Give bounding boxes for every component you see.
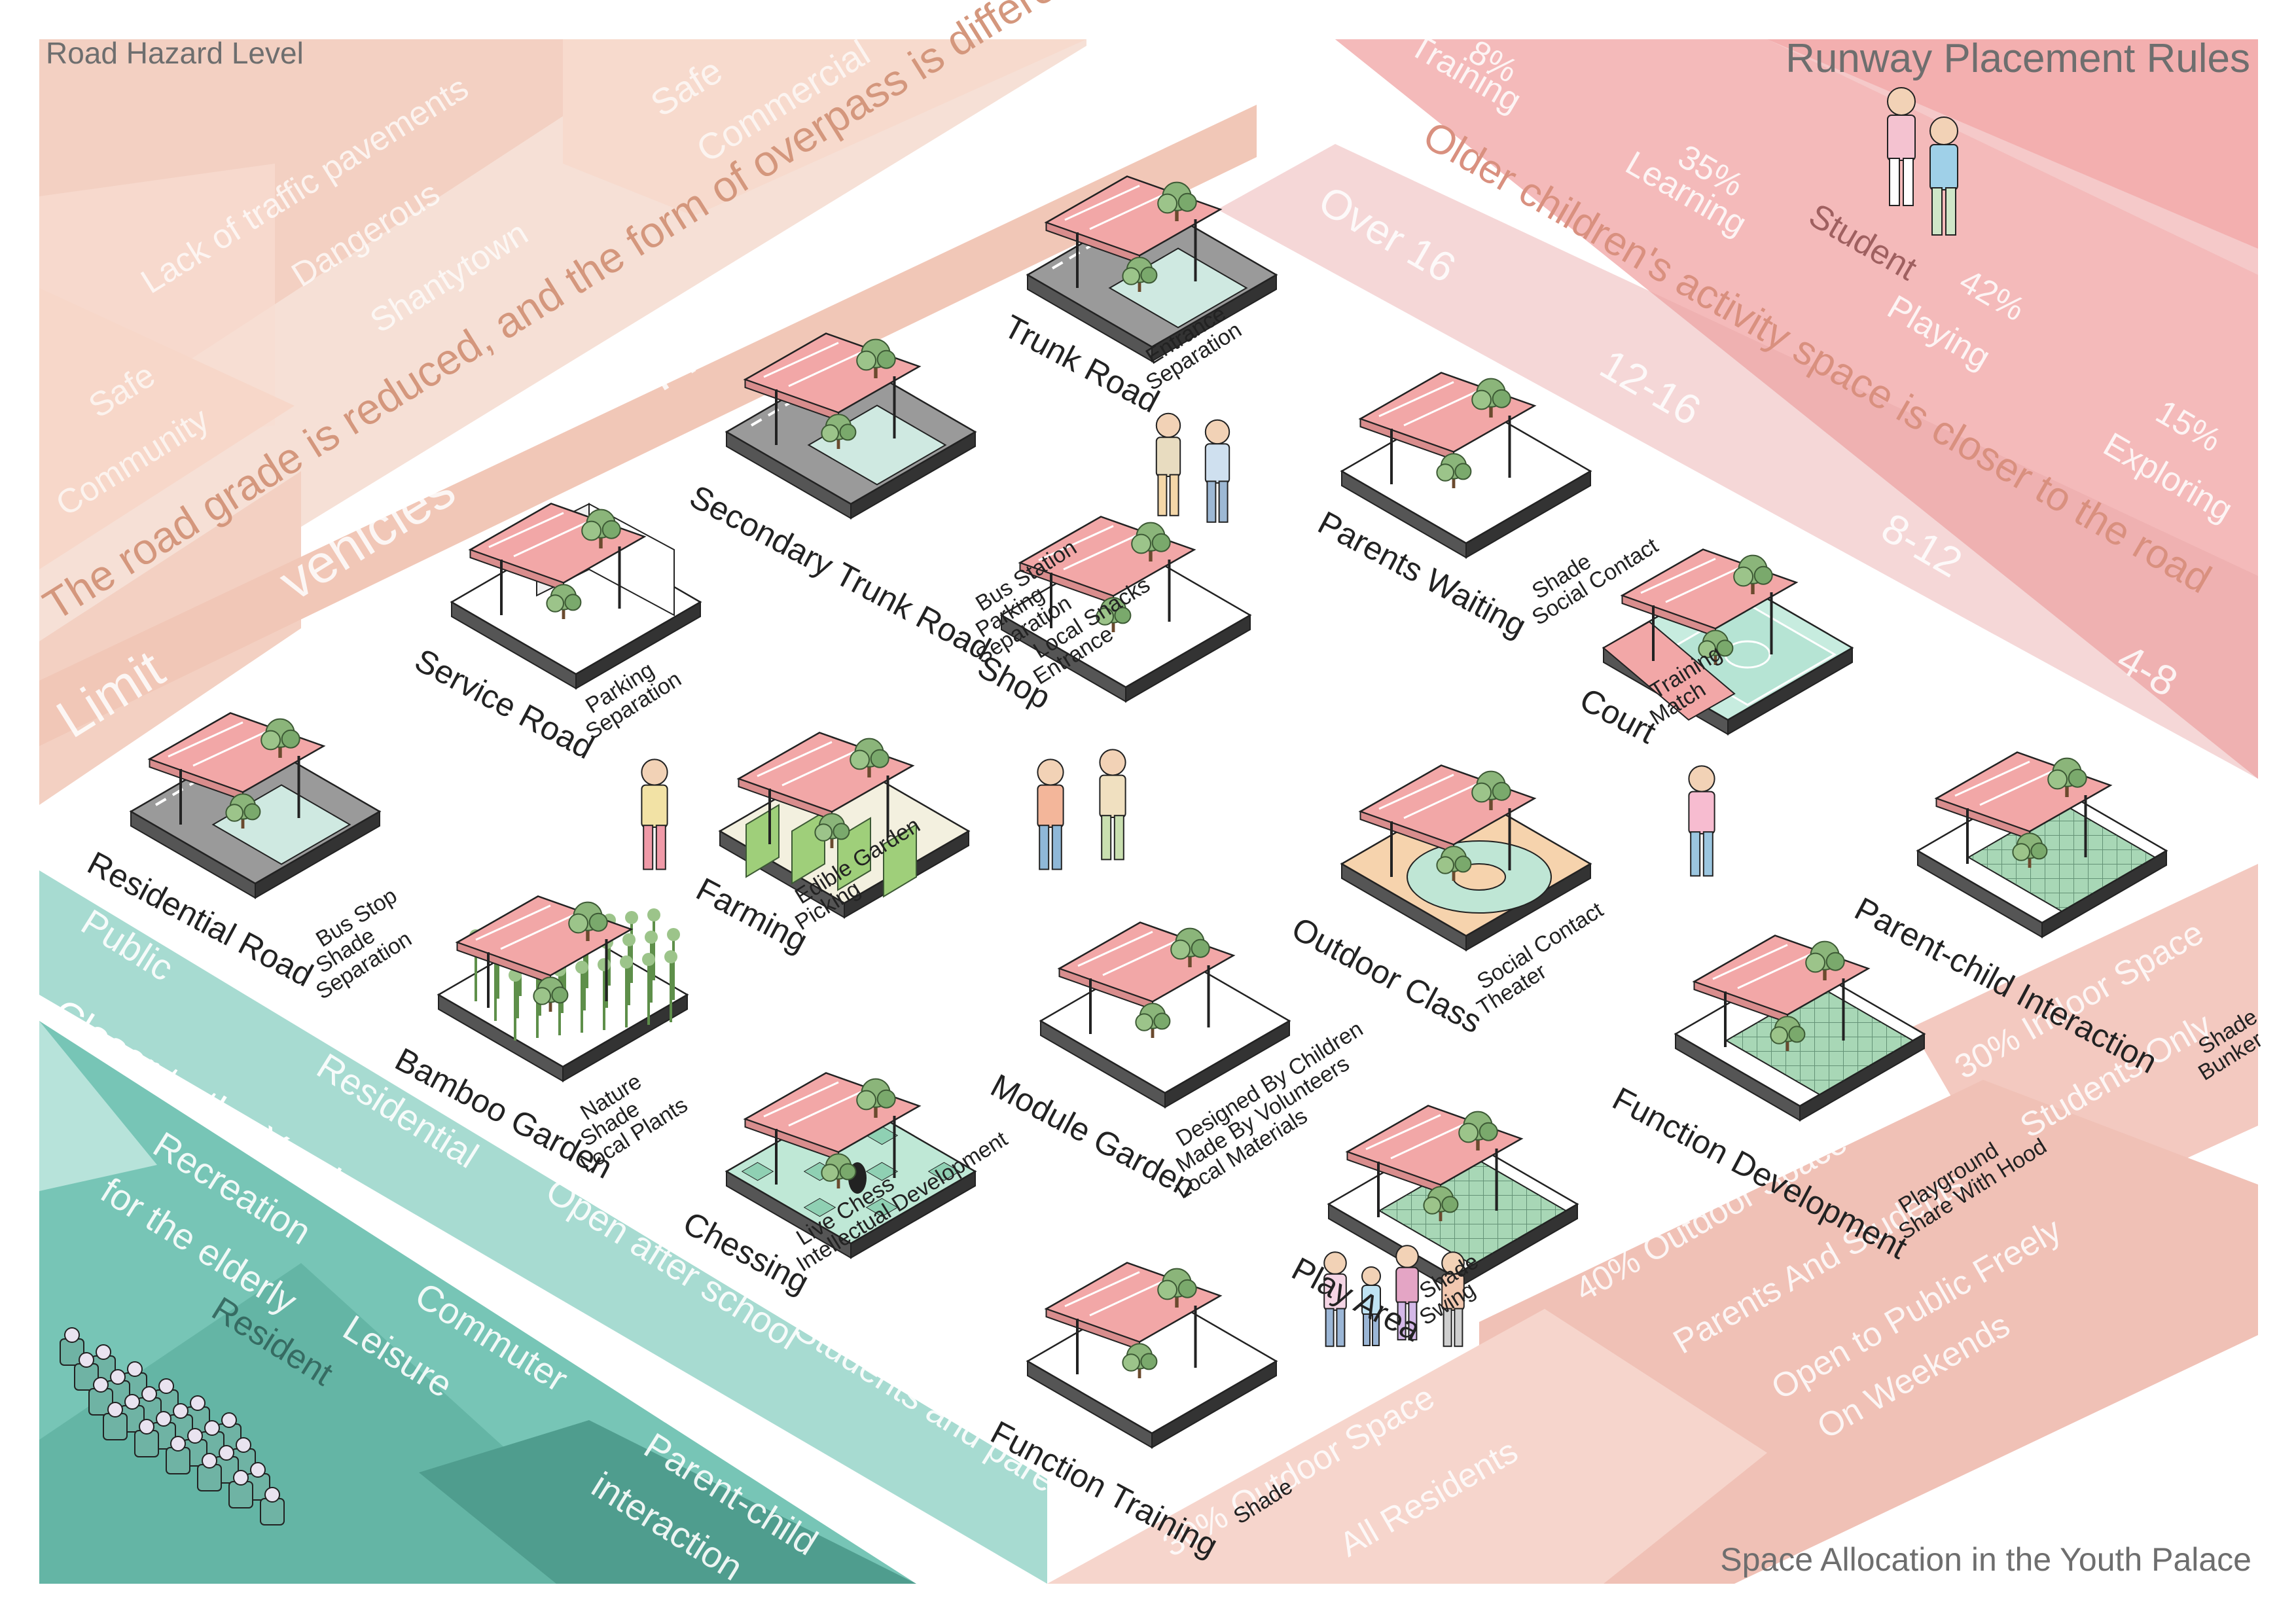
module-trunk-road: [1026, 175, 1278, 363]
module-function-training: [1026, 1262, 1278, 1449]
module-residential-road: [129, 712, 382, 899]
person-figure: [1204, 419, 1230, 523]
person-figure: [1361, 1266, 1381, 1346]
road-hazard-title: Road Hazard Level: [46, 36, 304, 70]
seated-resident: [217, 1412, 242, 1451]
band-youth-palace: [39, 870, 1047, 1584]
band-runway: [1217, 39, 2258, 779]
module-function-development: [1674, 935, 1926, 1122]
seated-resident: [134, 1419, 159, 1457]
seated-resident: [74, 1352, 99, 1391]
band-allocation: [1047, 864, 2258, 1584]
seated-resident: [228, 1470, 253, 1508]
module-title: Court: [1574, 681, 1662, 751]
module-play-area: [1327, 1105, 1579, 1292]
module-bamboo-garden: [437, 895, 689, 1082]
module-service-road: [450, 503, 702, 690]
seated-resident: [88, 1377, 113, 1416]
module-secondary-trunk-road: [725, 332, 977, 520]
band-road-hazard: [39, 39, 1257, 805]
person-figure: [1929, 116, 1958, 236]
seated-resident: [154, 1378, 179, 1417]
person-figure: [1155, 412, 1181, 516]
person-figure: [1441, 1251, 1465, 1347]
runway-rules-title: Runway Placement Rules: [1785, 36, 2250, 81]
person-figure: [641, 758, 668, 870]
person-figure: [1688, 765, 1715, 877]
seated-resident: [166, 1436, 190, 1474]
seated-resident: [60, 1327, 84, 1366]
seated-resident: [103, 1402, 128, 1440]
person-figure: [1395, 1245, 1419, 1341]
module-module-garden: [1039, 921, 1291, 1109]
seated-resident: [260, 1487, 285, 1525]
person-figure: [1099, 749, 1126, 861]
person-figure: [1037, 758, 1064, 870]
people-figures: [60, 87, 1958, 1525]
space-allocation-title: Space Allocation in the Youth Palace: [1720, 1541, 2251, 1578]
seated-resident: [197, 1453, 222, 1491]
person-figure: [1323, 1251, 1347, 1347]
person-figure: [1887, 87, 1916, 206]
module-farming: [718, 732, 971, 919]
module-parents-waiting: [1340, 372, 1592, 559]
module-parent-child-interaction: [1916, 751, 2168, 938]
module-shop: [999, 516, 1252, 703]
modules: [129, 175, 2168, 1449]
module-outdoor-class: [1340, 764, 1592, 952]
module-chessing: [725, 1072, 977, 1259]
module-court: [1602, 548, 1854, 736]
